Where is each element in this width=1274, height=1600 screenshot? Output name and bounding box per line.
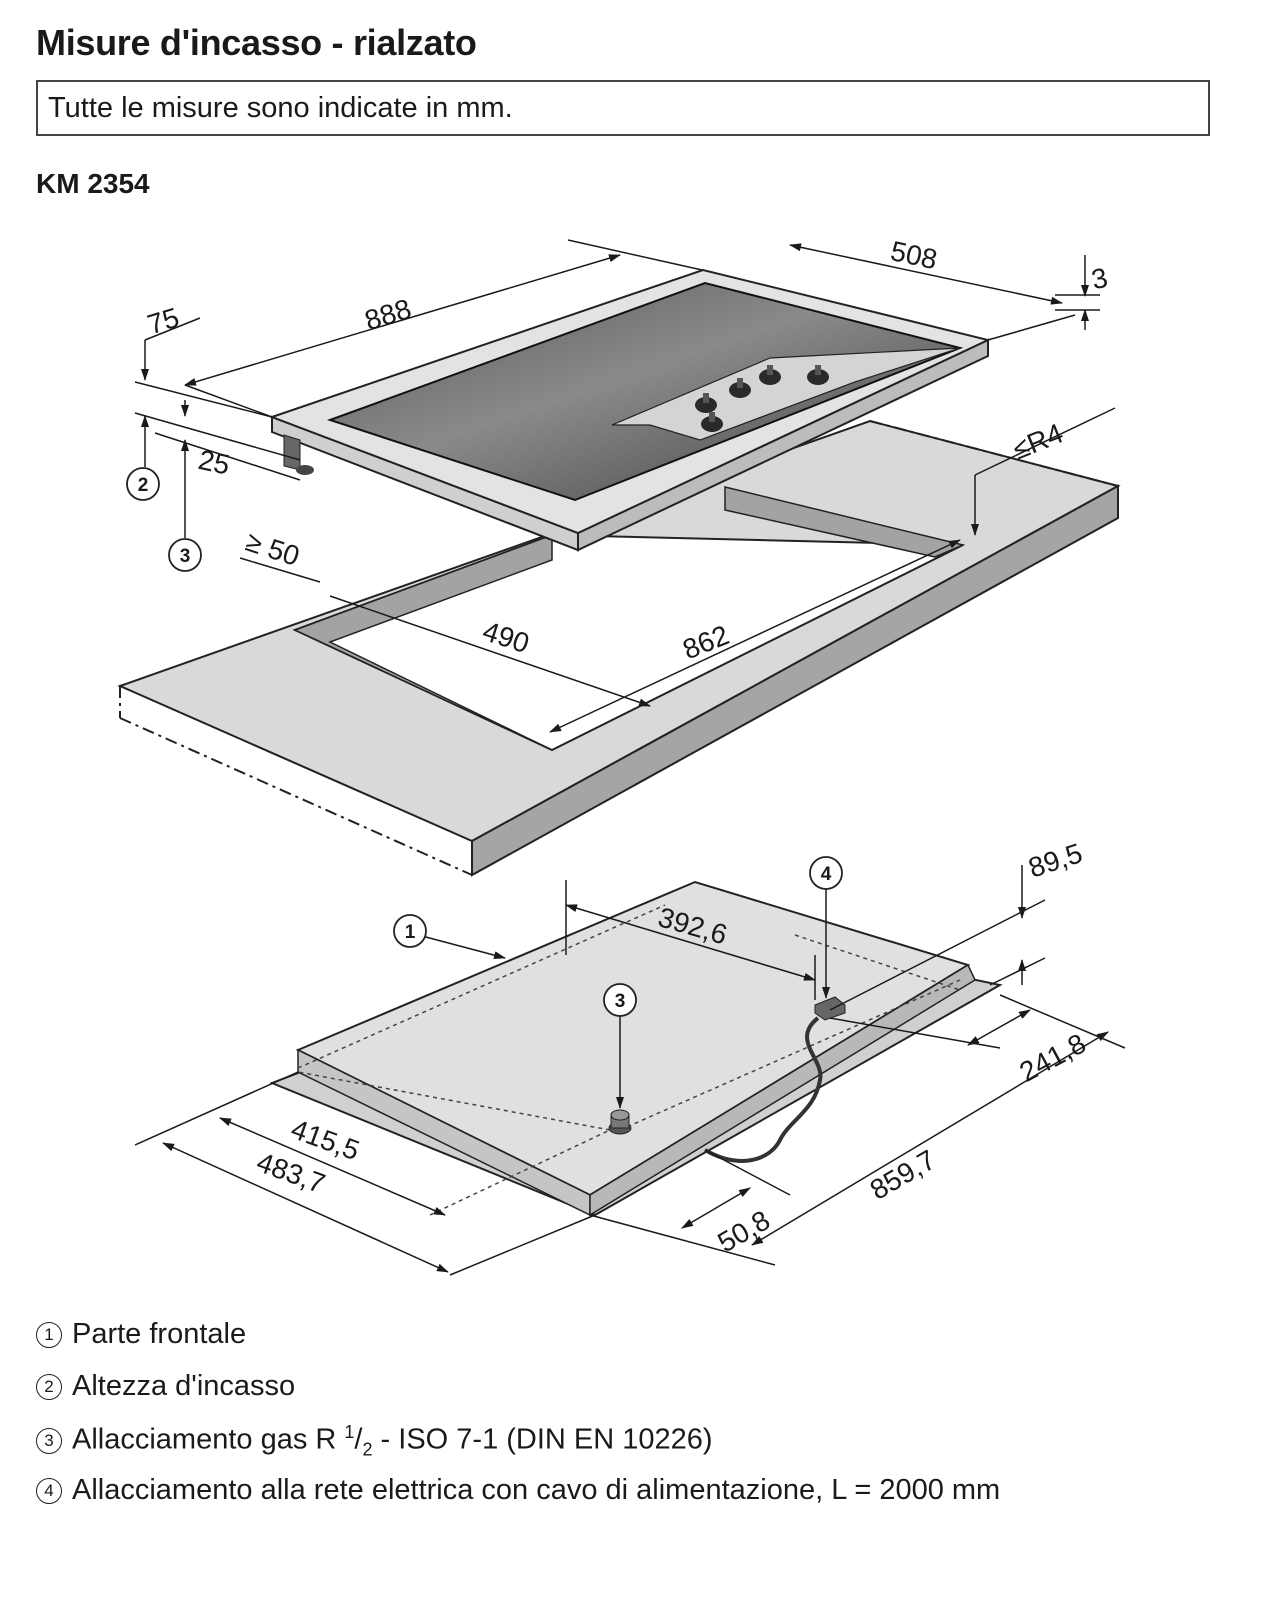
installation-diagram: 888 508 3 75 25 ≤R4 ≥ 50 490 862 [117, 235, 1126, 1276]
knob-icon [759, 365, 781, 385]
legend-text: Allacciamento alla rete elettrica con ca… [72, 1474, 1001, 1506]
callout-2: 2 [126, 467, 160, 501]
svg-text:1: 1 [405, 922, 416, 943]
legend-item-3: 3 Allacciamento gas R 1/2 - ISO 7-1 (DIN… [36, 1422, 713, 1460]
legend-number: 3 [36, 1428, 62, 1455]
knob-icon [729, 378, 751, 398]
model-number: KM 2354 [36, 168, 150, 199]
legend-item-2: 2 Altezza d'incasso [36, 1370, 295, 1403]
legend-text: Allacciamento gas R 1/2 - ISO 7-1 (DIN E… [72, 1422, 713, 1460]
legend-text: Parte frontale [72, 1318, 247, 1350]
control-knobs [695, 365, 829, 432]
bottom-dimension-lines [134, 865, 1126, 1276]
dim-89-5: 89,5 [1025, 837, 1086, 883]
svg-text:3: 3 [180, 546, 191, 567]
dim-r4: ≤R4 [1008, 417, 1067, 465]
dim-508: 508 [888, 235, 940, 275]
svg-text:4: 4 [821, 864, 832, 885]
dim-483-7: 483,7 [253, 1146, 329, 1199]
dim-241-8: 241,8 [1014, 1027, 1090, 1087]
knob-icon [701, 412, 723, 432]
gas-connection-icon [608, 1109, 632, 1135]
callout-1: 1 [393, 914, 427, 948]
svg-text:3: 3 [615, 991, 626, 1012]
hob-top-view [269, 268, 991, 552]
knob-icon [695, 393, 717, 413]
legend-text: Altezza d'incasso [72, 1370, 296, 1402]
units-note-box: Tutte le misure sono indicate in mm. [36, 80, 1210, 136]
callout-4: 4 [809, 856, 843, 890]
callout-3-bottom: 3 [603, 983, 637, 1017]
power-connector-icon [814, 996, 846, 1021]
legend-item-1: 1 Parte frontale [36, 1318, 246, 1351]
legend-item-4: 4 Allacciamento alla rete elettrica con … [36, 1474, 1000, 1507]
dim-3: 3 [1089, 262, 1111, 296]
units-note: Tutte le misure sono indicate in mm. [48, 92, 513, 124]
callout-3-top: 3 [168, 538, 202, 572]
page-title: Misure d'incasso - rialzato [36, 22, 477, 63]
svg-text:2: 2 [138, 475, 149, 496]
knob-icon [807, 365, 829, 385]
legend-number: 1 [36, 1321, 62, 1348]
dim-50: ≥ 50 [242, 526, 303, 572]
dim-888: 888 [361, 293, 415, 336]
dim-75: 75 [144, 302, 183, 341]
top-dimension-lines [134, 239, 1116, 733]
legend-number: 4 [36, 1477, 62, 1504]
dim-25: 25 [196, 444, 233, 481]
legend-number: 2 [36, 1373, 62, 1400]
dim-859-7: 859,7 [865, 1144, 941, 1206]
